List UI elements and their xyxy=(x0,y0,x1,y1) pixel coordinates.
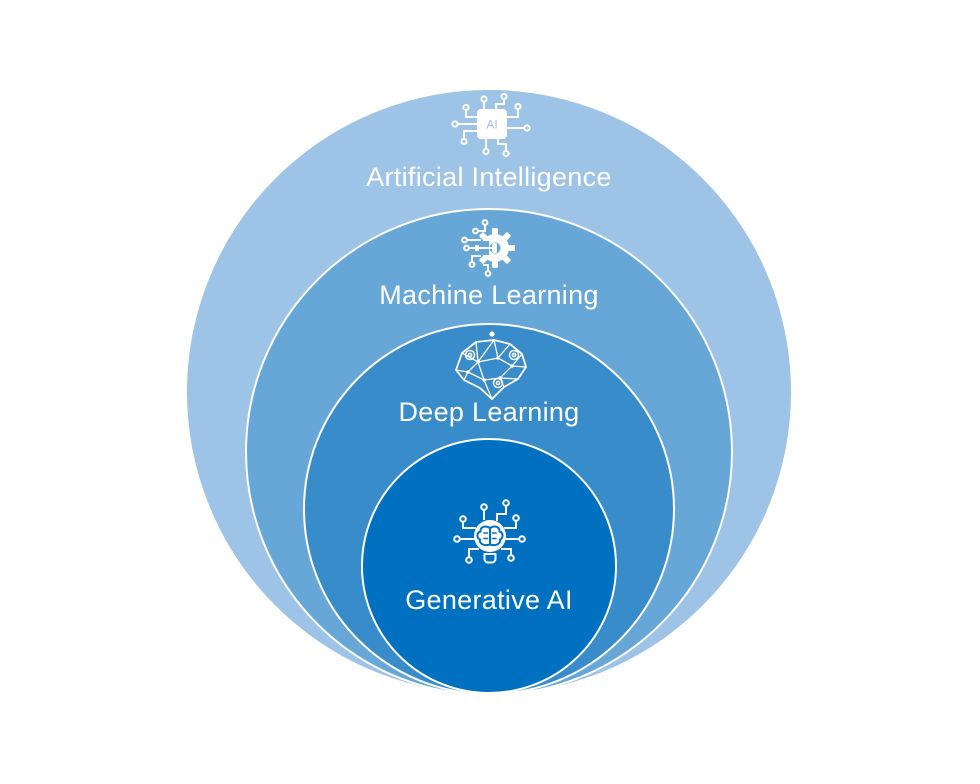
gear-circuit-icon xyxy=(455,215,521,281)
svg-text:AI: AI xyxy=(486,118,497,132)
label-artificial-intelligence: Artificial Intelligence xyxy=(366,162,612,192)
label-generative-ai: Generative AI xyxy=(405,585,573,615)
network-brain-icon xyxy=(438,328,542,408)
ring-generative-ai xyxy=(361,438,617,694)
label-deep-learning: Deep Learning xyxy=(398,397,580,427)
bulb-brain-circuit-icon xyxy=(440,494,540,582)
ai-chip-icon: AI xyxy=(444,92,540,162)
label-machine-learning: Machine Learning xyxy=(379,280,599,310)
